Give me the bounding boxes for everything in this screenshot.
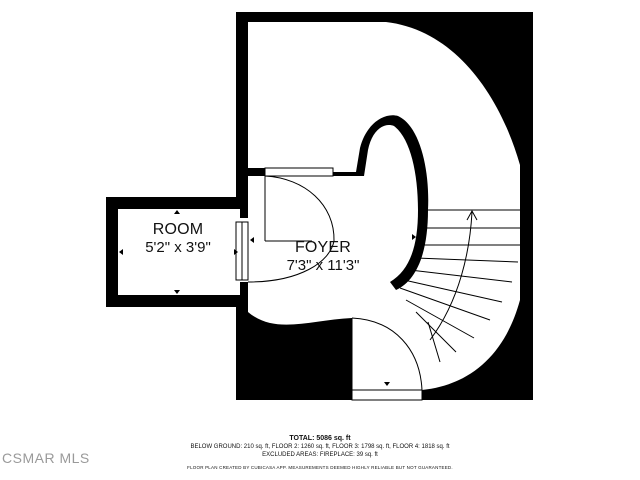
- floor-areas: BELOW GROUND: 210 sq. ft, FLOOR 2: 1260 …: [190, 444, 450, 450]
- door-swing-upper: [247, 175, 335, 283]
- door-swing-entry: [351, 317, 423, 391]
- mls-watermark: CSMAR MLS: [2, 450, 90, 466]
- disclaimer: FLOOR PLAN CREATED BY CUBICASA APP. MEAS…: [187, 465, 453, 470]
- room-dimensions: 5'2" x 3'9": [145, 239, 211, 257]
- partition-gap: [264, 167, 334, 177]
- entry-doorway: [351, 389, 423, 401]
- foyer-dimensions: 7'3" x 11'3": [286, 257, 360, 275]
- room-name: ROOM: [152, 221, 204, 238]
- excluded-areas: EXCLUDED AREAS: FIREPLACE: 39 sq. ft: [262, 452, 378, 458]
- room-floor: [118, 209, 240, 295]
- foyer-floor: [236, 22, 520, 390]
- room-label: ROOM 5'2" x 3'9": [128, 221, 228, 257]
- foyer-name: FOYER: [294, 239, 352, 256]
- dimension-markers: [119, 210, 416, 386]
- stair-direction-arrow: [466, 209, 478, 221]
- area-summary: TOTAL: 5086 sq. ft BELOW GROUND: 210 sq.…: [0, 434, 640, 471]
- total-area: TOTAL: 5086 sq. ft: [289, 435, 351, 442]
- staircase: [399, 209, 520, 363]
- foyer-label: FOYER 7'3" x 11'3": [268, 239, 378, 275]
